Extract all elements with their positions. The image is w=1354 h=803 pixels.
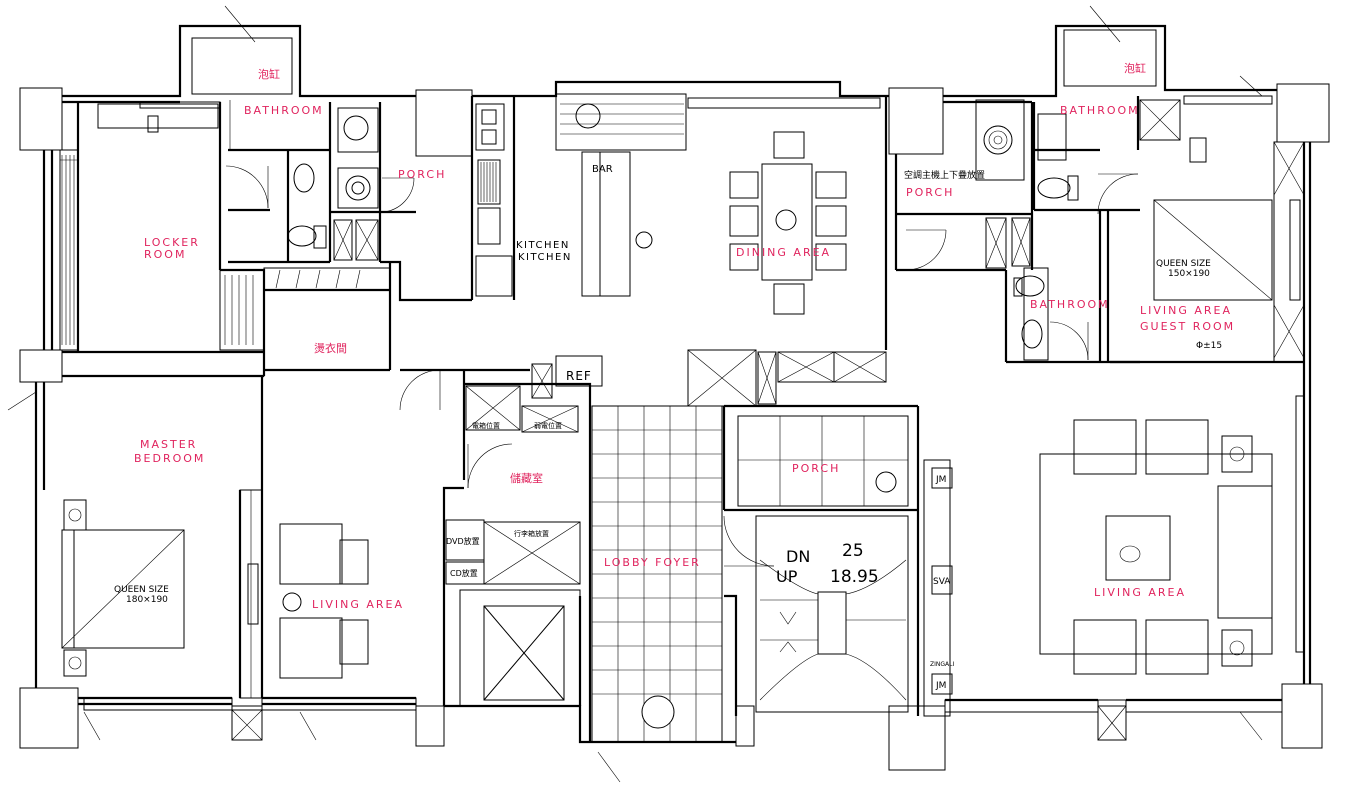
ironing-label: 燙衣間 (314, 341, 347, 355)
guest-room-label: GUEST ROOM (1140, 320, 1235, 333)
dining-label: DINING AREA (736, 246, 831, 259)
porch-top-right-label: PORCH (906, 186, 954, 199)
cd-label: CD放置 (450, 568, 478, 578)
queen-left-label: QUEEN SIZE (114, 585, 169, 595)
luggage-label: 行李箱放置 (514, 529, 549, 538)
guest-bed (1153, 199, 1273, 301)
bathroom-fixtures (97, 29, 1157, 349)
queen-right-dim: 150×190 (1168, 269, 1210, 279)
master-label-2: BEDROOM (134, 452, 205, 465)
center-porch (737, 415, 909, 507)
bathtub-right-label: 泡缸 (1124, 61, 1146, 75)
left-living-furniture (247, 523, 369, 679)
ac-note-label: 空調主機上下疊放置 (904, 169, 985, 181)
stair-up-label: UP (776, 567, 798, 586)
kitchen-label-1: KITCHEN (516, 240, 570, 251)
elevator (459, 589, 581, 707)
storage-boxes (231, 99, 1181, 741)
bathtub-left-label: 泡缸 (258, 67, 280, 81)
queen-right-label: QUEEN SIZE (1156, 259, 1211, 269)
cabinetry (59, 95, 1305, 713)
lobby-label: LOBBY FOYER (604, 556, 701, 569)
dining-table (729, 131, 847, 315)
interior-walls (62, 96, 1304, 742)
right-living-furniture (1039, 419, 1273, 675)
bathroom-right-mid-label: BATHROOM (1030, 298, 1110, 311)
storage-note-2: 弱電位置 (534, 421, 562, 430)
exterior-walls (34, 24, 1312, 744)
porch-top-left-label: PORCH (398, 168, 446, 181)
stair-count-label: 25 (842, 541, 864, 561)
structural-columns (19, 83, 1330, 771)
misc-fixtures (229, 100, 1207, 585)
staircase (755, 515, 909, 713)
room-labels: 泡缸 BATHROOM PORCH BAR KITCHEN KITCHEN DI… (114, 61, 1235, 691)
master-label-1: MASTER (140, 438, 197, 451)
kitchen-label-2: KITCHEN (518, 252, 572, 263)
dvd-label: DVD放置 (446, 536, 480, 546)
jm-top-label: JM (935, 475, 946, 485)
stair-height-label: 18.95 (830, 567, 879, 587)
utility-strip (923, 459, 953, 717)
locker-label-2: ROOM (144, 248, 186, 261)
bathroom-right-top-label: BATHROOM (1060, 104, 1140, 117)
porch-center-label: PORCH (792, 462, 840, 475)
storage-note-1: 電箱位置 (472, 421, 500, 430)
kitchen-fixtures (475, 93, 687, 297)
bar-label: BAR (592, 164, 613, 175)
master-bed (61, 499, 185, 677)
jm-bottom-label: JM (935, 681, 946, 691)
living-left-label: LIVING AREA (312, 598, 404, 611)
sva-label: SVA (933, 577, 951, 587)
lobby-floor-grid (591, 405, 723, 743)
queen-left-dim: 180×190 (126, 595, 168, 605)
living-guest-label: LIVING AREA (1140, 304, 1232, 317)
storage-label: 儲藏室 (510, 471, 543, 485)
bathroom-left-label: BATHROOM (244, 104, 324, 117)
zingali-label: ZINGALI (930, 661, 954, 668)
ref-label: REF (566, 369, 592, 383)
living-right-label: LIVING AREA (1094, 586, 1186, 599)
doors (7, 5, 1263, 783)
stair-dn-label: DN (786, 547, 810, 566)
locker-label-1: LOCKER (144, 236, 200, 249)
guest-note-label: Φ±15 (1196, 341, 1222, 351)
